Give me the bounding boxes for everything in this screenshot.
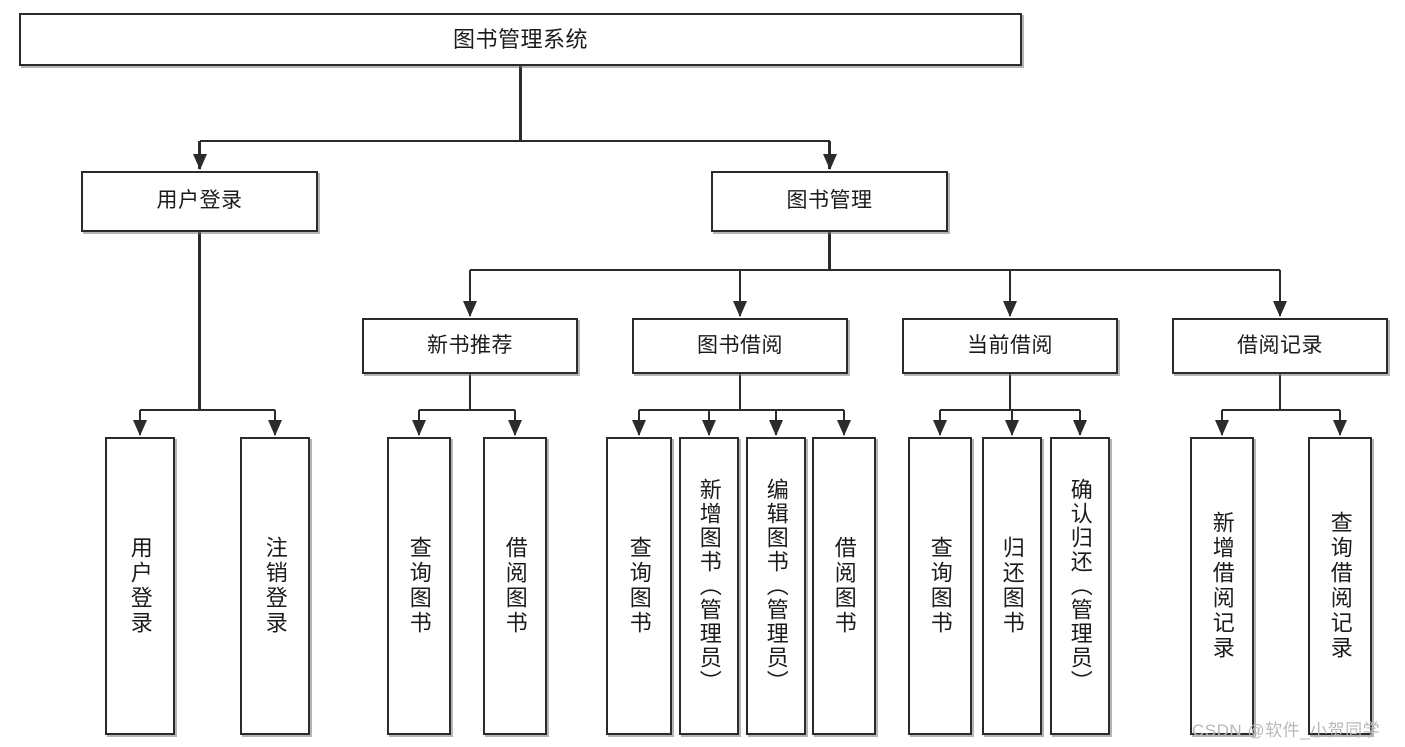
node-leaf-borrow-book-rec[interactable]: 借阅图书	[483, 437, 547, 735]
arrowhead-to-leaf-borrow-book-rec	[508, 420, 522, 436]
node-label: 借阅图书	[831, 536, 857, 636]
connector-to-book-borrow	[738, 270, 742, 316]
connector-root-stem	[519, 66, 522, 141]
connector-current-borrow-bus	[940, 408, 1080, 412]
node-book-manage[interactable]: 图书管理	[711, 171, 948, 232]
arrowhead-to-leaf-add-record	[1215, 420, 1229, 436]
connector-new-book-rec-bus	[419, 408, 515, 412]
arrowhead-to-leaf-borrow-book-b	[837, 420, 851, 436]
node-user-login[interactable]: 用户登录	[81, 171, 318, 232]
node-label: 借阅记录	[1237, 333, 1323, 357]
arrowhead-to-borrow-record	[1273, 301, 1287, 317]
arrowhead-to-new-book-rec	[463, 301, 477, 317]
node-root[interactable]: 图书管理系统	[19, 13, 1022, 66]
node-leaf-edit-book[interactable]: 编辑图书（管理员）	[746, 437, 806, 735]
node-label: 确认归还（管理员）	[1067, 478, 1093, 694]
arrowhead-to-leaf-user-login	[133, 420, 147, 436]
arrowhead-to-leaf-return-book	[1005, 420, 1019, 436]
connector-book-borrow-stem	[738, 374, 742, 410]
node-label: 图书借阅	[697, 333, 783, 357]
connector-bookmanage-stem	[828, 232, 831, 270]
node-leaf-return-book[interactable]: 归还图书	[982, 437, 1042, 735]
connector-to-new-book-rec	[468, 270, 472, 316]
connector-to-borrow-record	[1278, 270, 1282, 316]
node-leaf-confirm-return[interactable]: 确认归还（管理员）	[1050, 437, 1110, 735]
connector-bookmanage-bus	[470, 268, 1280, 272]
node-label: 查询借阅记录	[1327, 511, 1353, 661]
arrowhead-to-leaf-query-book-rec	[412, 420, 426, 436]
node-label: 归还图书	[999, 536, 1025, 636]
node-label: 当前借阅	[967, 333, 1053, 357]
arrowhead-to-book-manage	[822, 154, 837, 170]
node-leaf-query-book-c[interactable]: 查询图书	[908, 437, 972, 735]
node-label: 查询图书	[927, 536, 953, 636]
node-label: 用户登录	[127, 536, 153, 636]
arrowhead-to-leaf-query-book-b	[632, 420, 646, 436]
arrowhead-to-leaf-query-record	[1333, 420, 1347, 436]
connector-to-current-borrow	[1008, 270, 1012, 316]
node-current-borrow[interactable]: 当前借阅	[902, 318, 1118, 374]
connector-user-login-bus	[140, 408, 275, 412]
connector-root-bus	[199, 139, 830, 143]
arrowhead-to-user-login	[192, 154, 207, 170]
node-new-book-rec[interactable]: 新书推荐	[362, 318, 578, 374]
csdn-watermark: CSDN @软件_小贺同学	[1192, 721, 1381, 740]
connector-new-book-rec-stem	[468, 374, 472, 410]
arrowhead-to-book-borrow	[733, 301, 747, 317]
arrowhead-to-leaf-query-book-c	[933, 420, 947, 436]
connector-book-borrow-bus	[639, 408, 844, 412]
node-label: 图书管理	[786, 189, 873, 213]
node-leaf-query-book-b[interactable]: 查询图书	[606, 437, 672, 735]
node-label: 新书推荐	[427, 333, 513, 357]
node-label: 新增借阅记录	[1209, 511, 1235, 661]
node-label: 注销登录	[262, 536, 288, 636]
node-label: 查询图书	[406, 536, 432, 636]
node-label: 编辑图书（管理员）	[763, 478, 789, 694]
node-label: 用户登录	[156, 189, 243, 213]
node-leaf-borrow-book-b[interactable]: 借阅图书	[812, 437, 876, 735]
node-book-borrow[interactable]: 图书借阅	[632, 318, 848, 374]
arrowhead-to-current-borrow	[1003, 301, 1017, 317]
arrowhead-to-leaf-logout	[268, 420, 282, 436]
node-leaf-add-book[interactable]: 新增图书（管理员）	[679, 437, 739, 735]
connector-current-borrow-stem	[1008, 374, 1012, 410]
node-label: 查询图书	[626, 536, 652, 636]
arrowhead-to-leaf-add-book	[702, 420, 716, 436]
node-leaf-logout[interactable]: 注销登录	[240, 437, 310, 735]
node-leaf-query-book-rec[interactable]: 查询图书	[387, 437, 451, 735]
node-leaf-user-login[interactable]: 用户登录	[105, 437, 175, 735]
connector-user-login-stem	[198, 232, 201, 410]
node-label: 图书管理系统	[452, 26, 588, 52]
node-leaf-query-record[interactable]: 查询借阅记录	[1308, 437, 1372, 735]
arrowhead-to-leaf-edit-book	[769, 420, 783, 436]
connector-borrow-record-bus	[1222, 408, 1340, 412]
connector-borrow-record-stem	[1278, 374, 1282, 410]
node-leaf-add-record[interactable]: 新增借阅记录	[1190, 437, 1254, 735]
node-label: 新增图书（管理员）	[696, 478, 722, 694]
node-label: 借阅图书	[502, 536, 528, 636]
arrowhead-to-leaf-confirm-return	[1073, 420, 1087, 436]
node-borrow-record[interactable]: 借阅记录	[1172, 318, 1388, 374]
